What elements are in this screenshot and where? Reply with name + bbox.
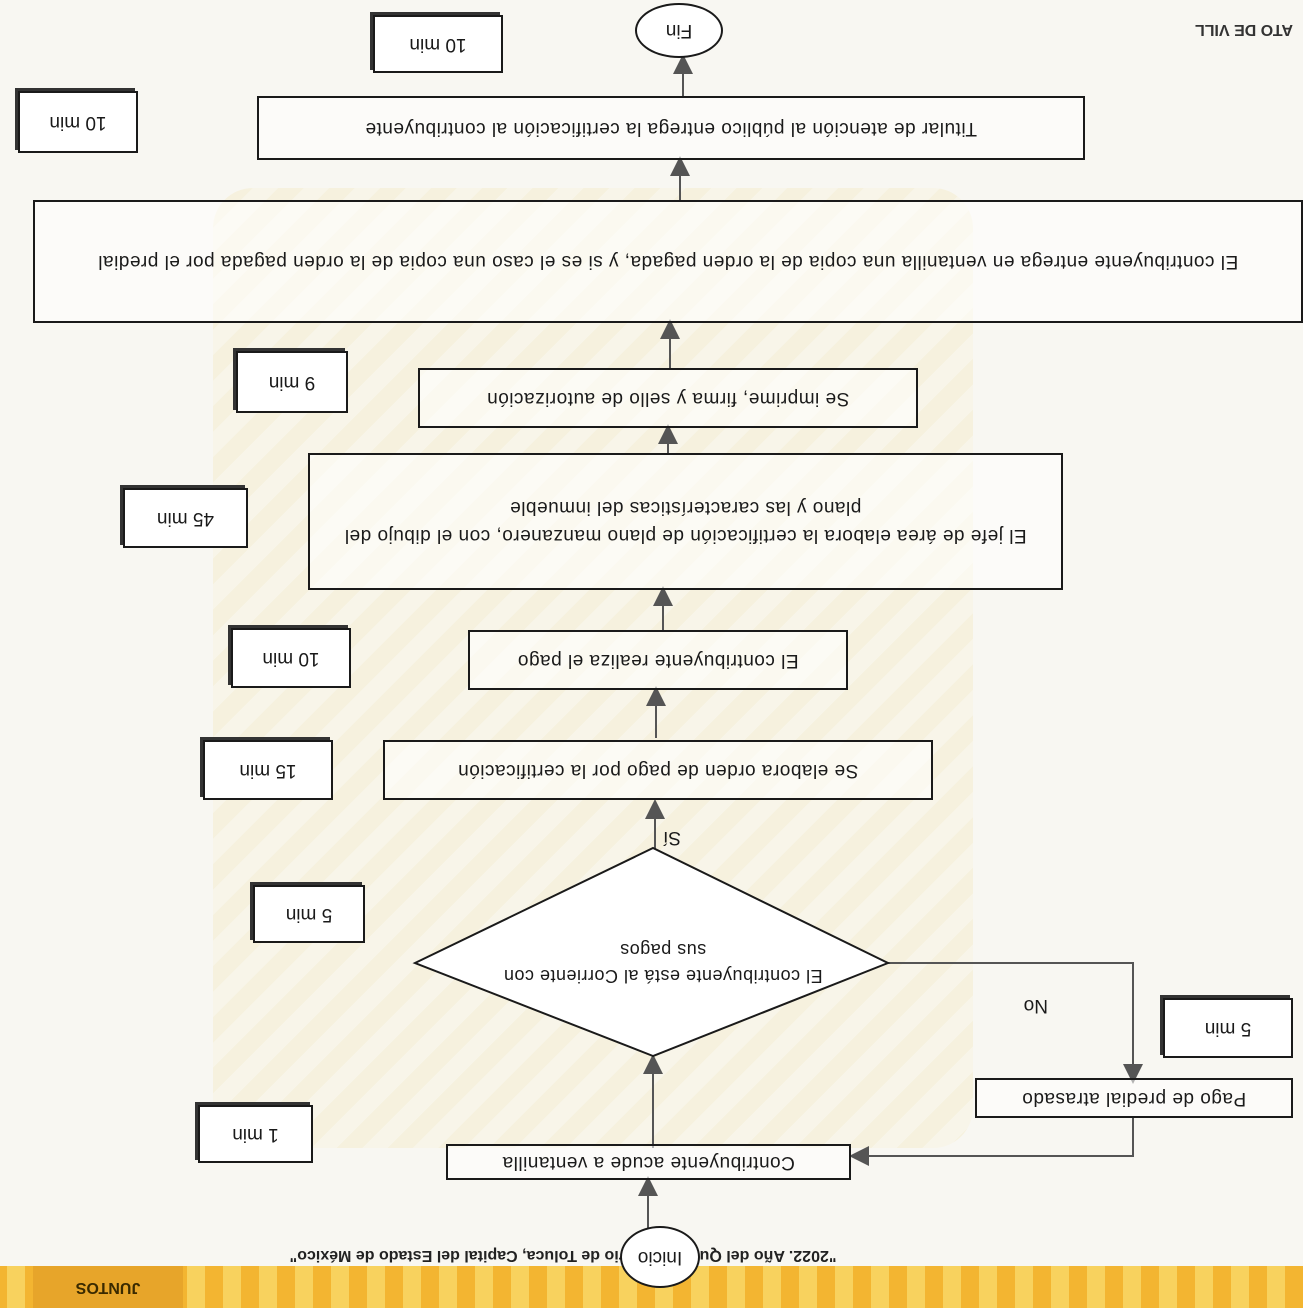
arrow-side-to-s1 — [849, 1118, 1134, 1166]
arrow-decision-no — [888, 962, 1143, 1084]
label-no: No — [1023, 995, 1048, 1016]
start-terminal: Inicio — [620, 1226, 700, 1288]
seal-partial-text: ATO DE VILL — [1194, 21, 1293, 38]
time-side: 5 min — [1163, 998, 1293, 1058]
time-decision: 5 min — [253, 885, 365, 943]
time-step5: 9 min — [236, 351, 348, 413]
step-realiza-pago: El contribuyente realiza el pago — [468, 630, 848, 690]
time-step6: 10 min — [373, 15, 503, 73]
label-si: Sí — [663, 827, 681, 848]
time-step3: 10 min — [231, 628, 351, 688]
step-acude-ventanilla: Contribuyente acude a ventanilla — [446, 1144, 851, 1180]
decision-diamond — [412, 846, 891, 1058]
step-elabora-certificacion: El jefe de área elabora la certificación… — [308, 453, 1063, 590]
end-terminal: Fin — [635, 3, 723, 58]
time-step1: 1 min — [198, 1105, 313, 1163]
step-entrega-copia: El contribuyente entrega en ventanilla u… — [33, 200, 1303, 323]
time-step4: 45 min — [123, 488, 248, 548]
step-entrega-certificacion: Titular de atención al público entrega l… — [257, 96, 1085, 160]
time-step7: 10 min — [18, 91, 138, 153]
step-pago-predial-atrasado: Pago de predial atrasado — [975, 1078, 1293, 1118]
decision-text: El contribuyente está al Corriente con s… — [503, 940, 823, 987]
time-step2: 15 min — [203, 740, 333, 800]
step-imprime-firma: Se imprime, firma y sello de autorizació… — [418, 368, 918, 428]
step-orden-pago: Se elabora orden de pago por la certific… — [383, 740, 933, 800]
